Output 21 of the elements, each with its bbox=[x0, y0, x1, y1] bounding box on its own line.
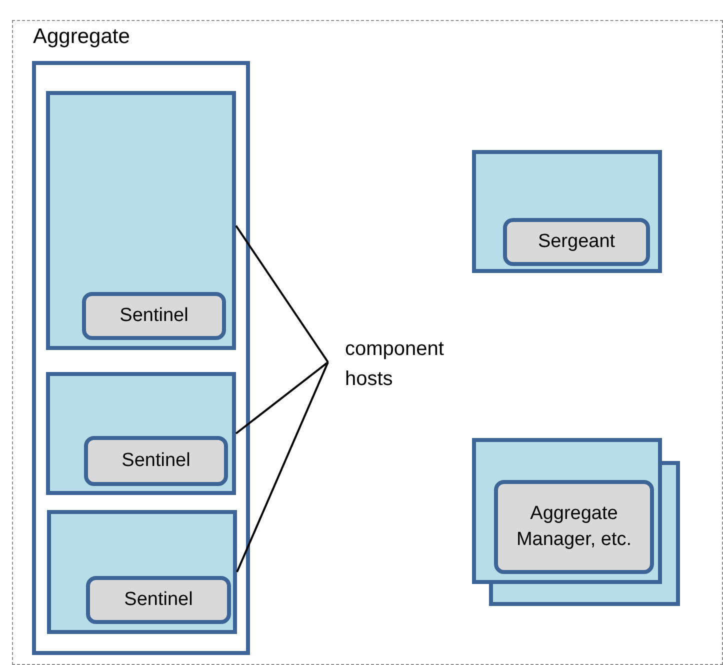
leader-line bbox=[235, 225, 329, 363]
component-label: Sergeant bbox=[536, 230, 616, 254]
component-label: Sentinel bbox=[118, 304, 190, 328]
group-heading: Aggregate bbox=[33, 25, 130, 49]
service-box bbox=[494, 480, 654, 574]
host-box bbox=[47, 510, 237, 634]
group-frame bbox=[12, 20, 723, 665]
service-box bbox=[84, 436, 228, 486]
host-box bbox=[46, 372, 236, 495]
component-label: Sentinel bbox=[120, 449, 192, 473]
component-label: Sentinel bbox=[123, 588, 194, 612]
component-label: Aggregate Manager, etc. bbox=[515, 502, 633, 552]
leader-line bbox=[235, 361, 329, 434]
container-box bbox=[32, 61, 250, 655]
leader-line bbox=[236, 362, 329, 572]
service-box bbox=[82, 292, 226, 340]
service-box bbox=[86, 576, 231, 624]
host-box bbox=[472, 150, 662, 273]
host-box bbox=[46, 91, 236, 350]
service-box bbox=[503, 218, 650, 266]
annotation-text: component hosts bbox=[345, 337, 445, 392]
